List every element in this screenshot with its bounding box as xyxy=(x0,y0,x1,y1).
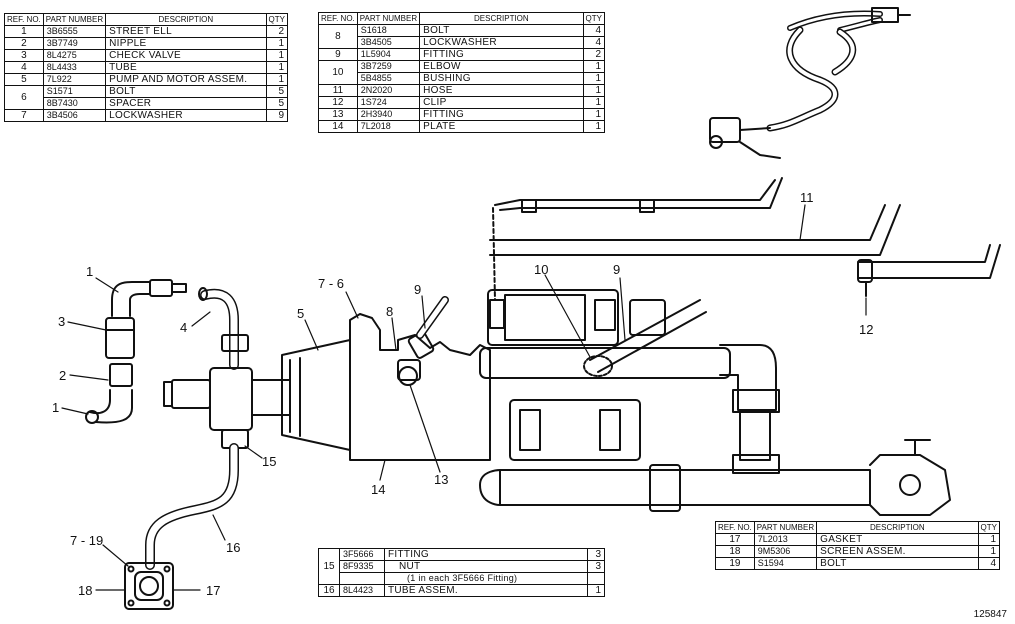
callout-12: 12 xyxy=(859,322,873,337)
col-qty: QTY xyxy=(977,521,1001,534)
callout-13: 13 xyxy=(434,472,448,487)
callout-10: 10 xyxy=(534,262,548,277)
callout-7-19: 7 - 19 xyxy=(70,533,103,548)
callout-1-lower: 1 xyxy=(52,400,59,415)
callout-11: 11 xyxy=(800,190,814,205)
mounting-plate-drawing xyxy=(349,289,951,516)
tube-16-drawing xyxy=(124,443,239,610)
hose-11-drawing xyxy=(489,177,1001,301)
callout-16: 16 xyxy=(226,540,240,555)
callout-15: 15 xyxy=(262,454,276,469)
hose-inset-drawing xyxy=(709,7,911,159)
fittings-drawing xyxy=(397,296,707,386)
leader-lines xyxy=(61,204,867,591)
callout-3: 3 xyxy=(58,314,65,329)
callout-2: 2 xyxy=(59,368,66,383)
callout-7-6: 7 - 6 xyxy=(318,276,344,291)
callout-8: 8 xyxy=(386,304,393,319)
callout-9-right: 9 xyxy=(613,262,620,277)
pump-body-drawing xyxy=(163,287,351,451)
figure-number: 125847 xyxy=(973,609,1007,620)
table-row: (1 in each 3F5666 Fitting) xyxy=(319,572,605,585)
callout-9-left: 9 xyxy=(414,282,421,297)
callout-labels: 1 3 2 1 4 5 7 - 6 8 9 10 9 11 12 13 14 1… xyxy=(52,190,873,598)
callout-5: 5 xyxy=(297,306,304,321)
callout-4: 4 xyxy=(180,320,187,335)
callout-18: 18 xyxy=(78,583,92,598)
check-valve-fittings xyxy=(85,279,187,424)
callout-14: 14 xyxy=(371,482,385,497)
callout-17: 17 xyxy=(206,583,220,598)
callout-1-upper: 1 xyxy=(86,264,93,279)
